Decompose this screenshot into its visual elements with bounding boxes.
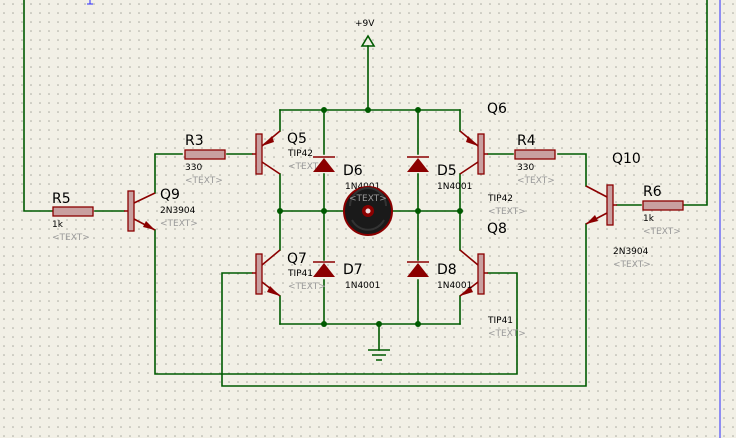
transistor-q7-text: <TEXT> [288,282,326,292]
diode-d8[interactable]: D8 1N4001 [407,261,472,291]
junctions [277,107,463,327]
motor-swirl-icon [349,187,387,231]
diode-d7[interactable]: D7 1N4001 [313,261,380,291]
transistor-q9-ref: Q9 [160,187,180,203]
diode-d7-ref: D7 [343,262,363,278]
diode-d5-ref: D5 [437,163,457,179]
ground-icon [368,349,390,361]
ground-terminal[interactable] [368,349,390,361]
transistor-q7[interactable]: Q7 TIP41 <TEXT> [252,249,326,297]
resistor-r3-text: <TEXT> [185,176,223,186]
resistor-r4[interactable]: R4 330 <TEXT> [514,133,556,186]
transistor-q7-body [255,253,263,295]
diode-d6-icon [313,158,335,172]
transistor-q5-value: TIP42 [287,149,313,159]
transistor-q6[interactable]: Q6 TIP42 <TEXT> [459,101,526,217]
transistor-q9-value: 2N3904 [160,206,196,216]
transistor-q7-ref: Q7 [287,251,307,267]
transistor-q5[interactable]: Q5 TIP42 <TEXT> [252,130,326,175]
resistor-r5-value: 1k [52,220,64,230]
wire-q10-q7 [221,223,587,387]
diode-d8-value: 1N4001 [437,281,472,291]
diode-d6-ref: D6 [343,163,363,179]
transistor-q8-text: <TEXT> [488,329,526,339]
transistor-q10[interactable]: Q10 2N3904 <TEXT> [585,151,651,270]
diode-d7-value: 1N4001 [345,281,380,291]
wire-q10-r4 [557,153,587,187]
resistor-r4-value: 330 [517,163,534,173]
transistor-q6-arrow-icon [466,136,478,146]
resistor-r4-body [514,149,556,160]
transistor-q6-ref: Q6 [487,101,507,117]
transistor-q10-arrow-icon [586,215,598,224]
transistor-q7-arrow-icon [267,286,280,296]
resistor-r5-body [52,206,94,217]
resistor-r5-ref: R5 [52,191,71,207]
transistor-q5-body [255,133,263,175]
resistor-r3-body [184,149,226,160]
transistor-q9-body [127,190,135,232]
wire-right-input [682,0,708,206]
transistor-q5-arrow-icon [262,136,274,146]
wire-left-input [23,0,54,212]
transistor-q10-body [606,184,614,226]
resistor-r6-ref: R6 [643,184,662,200]
motor-text: <TEXT> [349,194,387,204]
diode-d5[interactable]: D5 1N4001 [407,156,472,192]
resistor-r6[interactable]: R6 1k <TEXT> [642,184,684,237]
resistor-r3-value: 330 [185,163,202,173]
transistor-q6-text: <TEXT> [488,207,526,217]
diode-d5-icon [407,158,429,172]
transistor-q8-arrow-icon [460,286,473,296]
power-arrow-icon [360,34,376,47]
transistor-q6-value: TIP42 [487,194,513,204]
transistor-q9-arrow-icon [143,221,155,230]
transistor-q8-ref: Q8 [487,221,507,237]
transistor-q9-text: <TEXT> [160,219,198,229]
resistor-r5[interactable]: R5 1k <TEXT> [52,191,94,243]
motor[interactable]: <TEXT> [343,186,393,236]
diode-d8-ref: D8 [437,262,457,278]
transistor-q10-value: 2N3904 [613,247,649,257]
transistor-q8[interactable]: Q8 TIP41 <TEXT> [459,221,526,339]
wire-q9-r3 [154,153,183,194]
power-label: +9V [355,19,375,29]
resistor-r6-value: 1k [643,214,655,224]
partial-symbol-icon [87,0,93,5]
resistor-r3-ref: R3 [185,133,204,149]
resistor-r6-text: <TEXT> [643,227,681,237]
transistor-q10-text: <TEXT> [613,260,651,270]
transistor-q9[interactable]: Q9 2N3904 <TEXT> [124,187,198,232]
wire-q9-q8 [154,229,518,375]
diode-d5-value: 1N4001 [437,182,472,192]
resistor-r3[interactable]: R3 330 <TEXT> [184,133,226,186]
resistor-r6-body [642,200,684,211]
transistor-q5-ref: Q5 [287,131,307,147]
transistor-q8-value: TIP41 [487,316,513,326]
transistor-q6-body [477,133,485,175]
power-terminal[interactable]: +9V [355,19,376,47]
resistor-r4-ref: R4 [517,133,536,149]
transistor-q7-value: TIP41 [287,269,313,279]
diode-d8-icon [407,263,429,277]
transistor-q5-text: <TEXT> [288,162,326,172]
diode-d7-icon [313,263,335,277]
resistor-r5-text: <TEXT> [52,233,90,243]
transistor-q8-body [477,253,485,295]
resistor-r4-text: <TEXT> [517,176,555,186]
transistor-q10-ref: Q10 [612,151,641,167]
